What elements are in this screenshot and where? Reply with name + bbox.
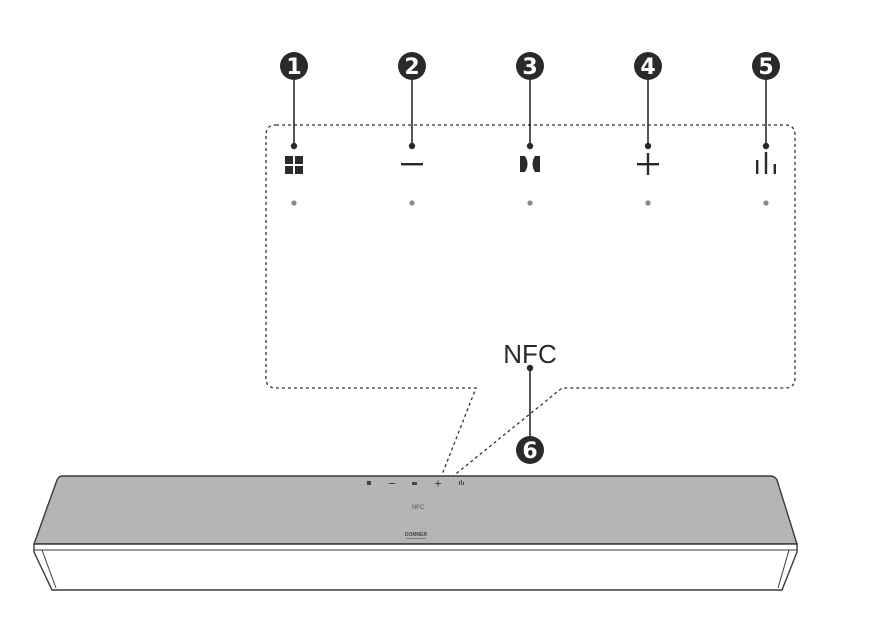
brand-logo-underline (406, 538, 426, 539)
mini-mode-grid-icon (367, 481, 371, 485)
callout-4-badge (634, 52, 662, 80)
mini-volume-plus-icon (435, 480, 441, 487)
mini-volume-minus-icon (389, 483, 395, 484)
callout-6-number: 6 (522, 439, 537, 464)
callout-3: 3 (516, 52, 544, 206)
mini-dolby-icon (412, 482, 417, 485)
callout-1-badge (280, 52, 308, 80)
callout-2: 2 (398, 52, 426, 206)
callout-5: 5 (752, 52, 780, 206)
callout-1-number: 1 (286, 55, 301, 80)
mode-grid-icon (285, 156, 303, 174)
callout-2-badge (398, 52, 426, 80)
soundbar: NFC DOMNER (33, 475, 798, 591)
callout-5-badge (752, 52, 780, 80)
eq-bars-icon (756, 152, 776, 174)
volume-minus-icon (401, 163, 423, 166)
callout-1: 1 (280, 52, 308, 206)
callout-6: 6 (516, 364, 544, 464)
callout-4-number: 4 (640, 55, 655, 80)
callout-3-number: 3 (522, 55, 537, 80)
mini-eq-bars-icon (459, 480, 464, 485)
indicator-dot-4 (645, 200, 651, 206)
callout-4: 4 (634, 52, 662, 206)
callout-2-number: 2 (404, 55, 419, 80)
soundbar-front-face (33, 543, 798, 591)
callout-5-number: 5 (758, 55, 773, 80)
brand-logo: DOMNER (405, 532, 428, 538)
volume-plus-icon (637, 153, 659, 175)
indicator-dot-3 (527, 200, 533, 206)
callout-3-badge (516, 52, 544, 80)
nfc-label: NFC (503, 339, 556, 369)
indicator-dot-1 (291, 200, 297, 206)
indicator-dot-5 (763, 200, 769, 206)
indicator-dot-2 (409, 200, 415, 206)
soundbar-nfc-mark: NFC (412, 505, 425, 511)
soundbar-controls (367, 480, 464, 487)
zoom-outline (265, 124, 796, 493)
dolby-icon (520, 156, 540, 172)
callout-6-badge (516, 436, 544, 464)
